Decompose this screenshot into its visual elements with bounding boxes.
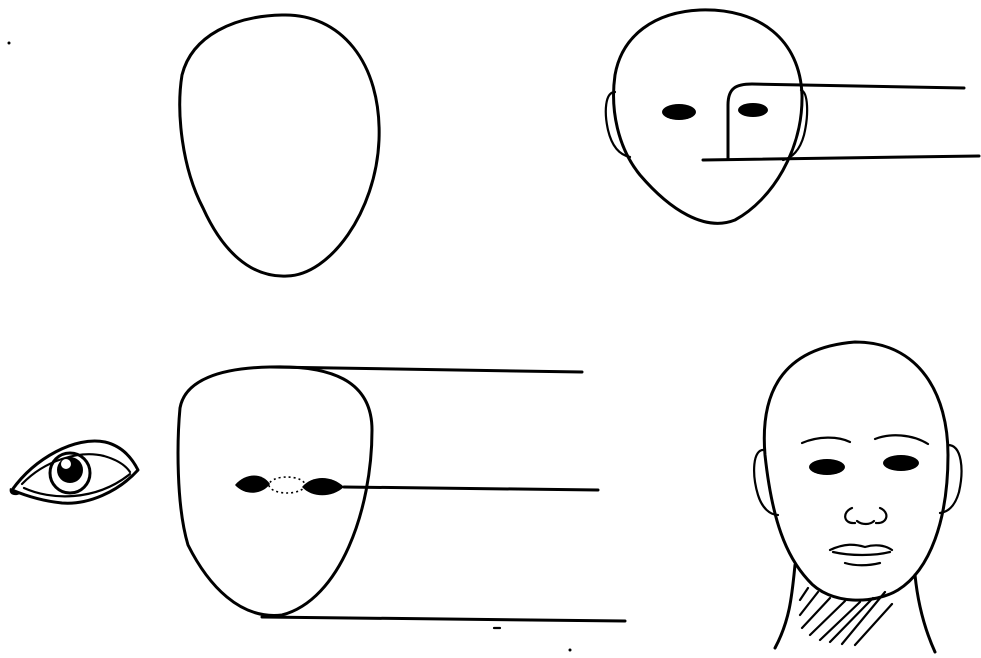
- panel-face-outline: [8, 15, 380, 276]
- neck-left: [775, 565, 795, 648]
- eye-highlight: [61, 459, 71, 469]
- left-eye-finished: [809, 459, 845, 475]
- face-outline-front: [178, 367, 372, 616]
- bottom-guide-line: [262, 617, 625, 621]
- left-eye-almond: [235, 475, 270, 492]
- eye-spacing-dotted: [269, 477, 305, 493]
- eye-detail: [10, 441, 138, 503]
- panel-face-proportion-lines: [606, 10, 979, 223]
- right-eye-almond: [302, 478, 344, 495]
- right-eye-shape: [738, 103, 768, 117]
- mouth: [830, 545, 892, 566]
- pupil: [57, 457, 83, 483]
- panel-face-eye-line: [178, 367, 625, 652]
- lower-guide-line: [703, 156, 979, 160]
- right-eye-finished: [883, 455, 919, 471]
- head-outline: [764, 342, 948, 600]
- eye-guide-line: [344, 487, 598, 490]
- nose-guide: [728, 84, 752, 158]
- left-eye-shape: [662, 104, 696, 120]
- neck-right: [915, 575, 935, 652]
- face-outline-shape: [180, 15, 379, 276]
- panel-finished-head: [754, 342, 961, 652]
- face-head-outline: [614, 10, 802, 223]
- right-eyebrow: [875, 435, 928, 444]
- upper-guide-line: [752, 84, 964, 88]
- nose: [845, 508, 886, 524]
- speck: [8, 42, 11, 45]
- right-ear: [783, 90, 807, 160]
- left-eyebrow: [802, 438, 850, 443]
- dot-mark: [569, 649, 572, 652]
